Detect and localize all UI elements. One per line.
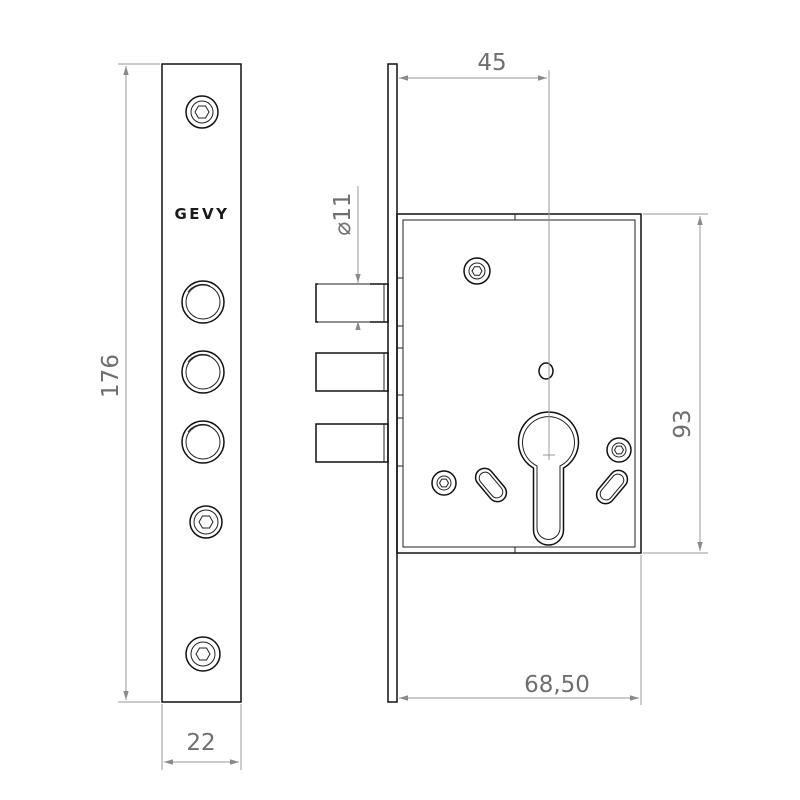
dimension-case-height: 93	[643, 213, 708, 554]
bolt-head-2	[181, 350, 225, 394]
dimension-label-45: 45	[477, 50, 506, 76]
dimension-height-total: 176	[98, 63, 160, 703]
lock-case-body	[396, 213, 642, 554]
bolt-head-1	[181, 280, 225, 324]
case-screw-right	[606, 437, 632, 463]
dimension-bolt-diameter: ⌀11	[318, 186, 370, 330]
bolt-head-3	[181, 420, 225, 464]
case-screw-left	[431, 470, 457, 496]
bolt-side-1	[315, 283, 389, 323]
dimension-faceplate-width: 22	[161, 704, 242, 770]
slot-right	[595, 469, 629, 505]
dimension-label-93: 93	[670, 409, 696, 438]
bolt-side-2	[315, 352, 389, 392]
dimension-backset: 45	[399, 50, 555, 460]
dimension-label-68-50: 68,50	[524, 672, 590, 698]
latch-hole	[189, 505, 223, 539]
dimension-case-depth: 68,50	[399, 555, 642, 705]
faceplate-front-view: GEVY	[161, 63, 242, 703]
faceplate-outline	[161, 63, 242, 703]
lock-side-view	[315, 63, 642, 703]
spindle-pin-hole	[538, 362, 554, 380]
dimension-label-176: 176	[98, 354, 124, 398]
bottom-screw-hole	[185, 636, 221, 672]
top-screw-hole	[185, 95, 219, 129]
dimension-label-22: 22	[186, 730, 215, 756]
slot-left	[474, 467, 508, 503]
bolt-side-3	[315, 423, 389, 463]
brand-logo-text: GEVY	[174, 205, 229, 223]
case-screw-top	[463, 257, 491, 285]
dimension-label-diameter-11: ⌀11	[330, 192, 356, 235]
faceplate-side-edge	[387, 63, 398, 703]
euro-cylinder-cutout	[517, 411, 580, 546]
